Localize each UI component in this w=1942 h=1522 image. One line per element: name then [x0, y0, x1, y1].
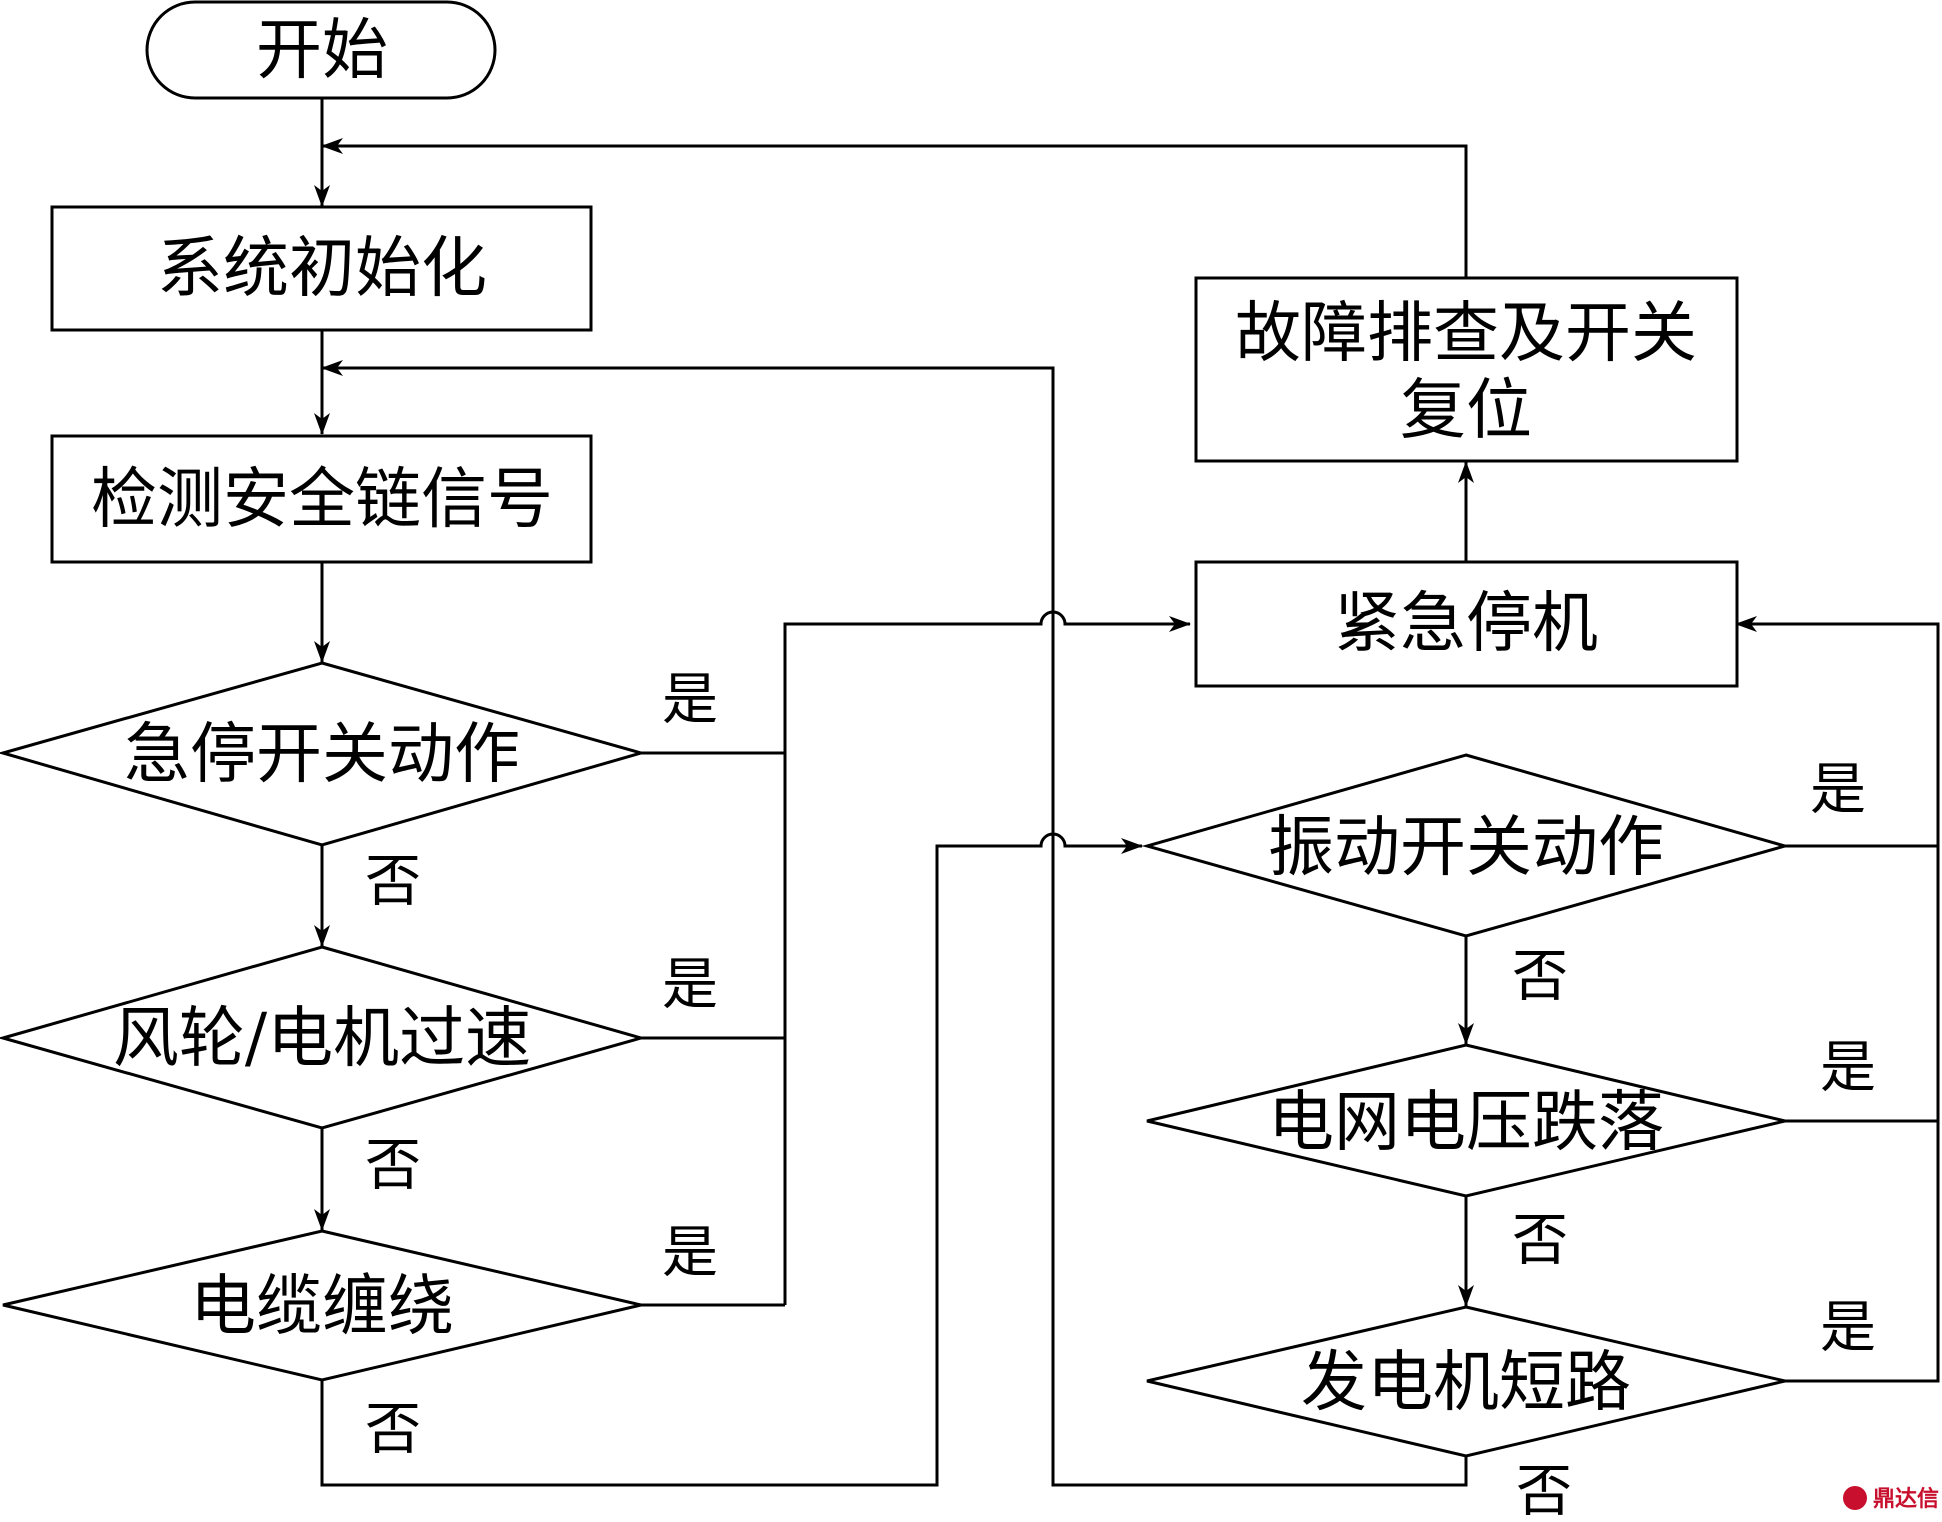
start-label: 开始 [256, 12, 388, 89]
fault-reset-label-line2: 复位 [1400, 372, 1532, 449]
cable-twist-label: 电缆缠绕 [190, 1268, 454, 1345]
overspeed-yes-label: 是 [662, 953, 718, 1018]
start-terminator: 开始 [145, 0, 497, 100]
estop-switch-decision: 急停开关动作 [0, 661, 647, 847]
estop-no-label: 否 [365, 850, 421, 915]
init-process: 系统初始化 [50, 205, 593, 332]
fault-reset-process: 故障排查及开关 复位 [1194, 276, 1739, 463]
generator-yes-label: 是 [1820, 1296, 1876, 1361]
emergency-stop-label: 紧急停机 [1334, 585, 1598, 662]
overspeed-label: 风轮/电机过速 [113, 1000, 531, 1077]
voltage-drop-decision: 电网电压跌落 [1146, 1043, 1786, 1198]
edge-fault-reset-to-init [321, 138, 1468, 278]
init-label: 系统初始化 [157, 230, 487, 307]
branch-labels: 是 否 是 否 是 否 是 否 是 否 是 否 [365, 668, 1876, 1522]
cable-yes-label: 是 [662, 1221, 718, 1286]
detect-process: 检测安全链信号 [50, 434, 593, 564]
cable-no-label: 否 [365, 1398, 421, 1463]
vibration-label: 振动开关动作 [1268, 809, 1664, 886]
edge-left-bus-to-emergency-stop [783, 610, 1191, 1305]
edge-generator-yes [1735, 616, 1940, 1383]
watermark-badge-icon [1843, 1486, 1867, 1510]
vibration-no-label: 否 [1512, 945, 1568, 1010]
overspeed-no-label: 否 [365, 1134, 421, 1199]
vibration-yes-label: 是 [1810, 758, 1866, 823]
generator-short-decision: 发电机短路 [1146, 1305, 1786, 1458]
voltage-no-label: 否 [1512, 1209, 1568, 1274]
generator-no-label: 否 [1516, 1460, 1572, 1522]
cable-twist-decision: 电缆缠绕 [2, 1229, 642, 1382]
voltage-yes-label: 是 [1820, 1036, 1876, 1101]
generator-short-label: 发电机短路 [1301, 1344, 1631, 1421]
watermark-text: 鼎达信 [1873, 1486, 1939, 1512]
voltage-drop-label: 电网电压跌落 [1268, 1084, 1664, 1161]
overspeed-decision: 风轮/电机过速 [0, 945, 647, 1130]
watermark-logo: 鼎达信 [1843, 1486, 1939, 1512]
vibration-decision: 振动开关动作 [1141, 753, 1791, 938]
estop-yes-label: 是 [662, 668, 718, 733]
edge-cable-no [320, 832, 1143, 1487]
connectors [314, 98, 1940, 1487]
estop-switch-label: 急停开关动作 [124, 716, 520, 793]
edge-generator-no-loop [321, 360, 1468, 1487]
detect-label: 检测安全链信号 [91, 461, 553, 538]
emergency-stop-process: 紧急停机 [1194, 560, 1739, 688]
fault-reset-label-line1: 故障排查及开关 [1235, 295, 1697, 372]
